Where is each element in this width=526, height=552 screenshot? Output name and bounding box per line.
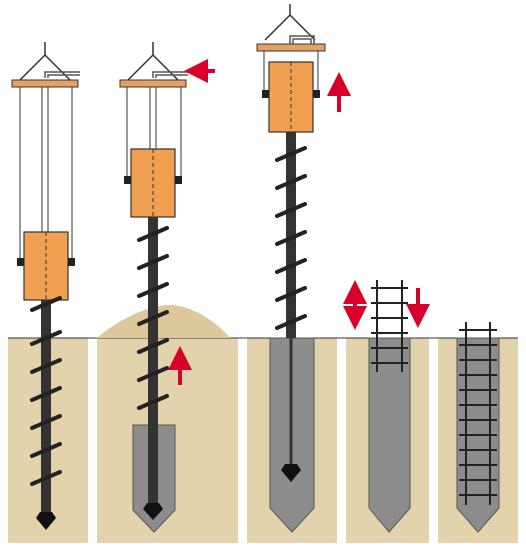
head-clamp xyxy=(262,90,269,98)
stage-2-concrete-pumping xyxy=(119,42,215,533)
top-platform xyxy=(119,79,187,88)
auger-bit-icon xyxy=(143,503,163,520)
top-platform xyxy=(11,79,79,88)
head-clamp xyxy=(68,258,75,266)
concrete-hose xyxy=(152,71,188,78)
stage-3-auger-extraction xyxy=(256,4,351,533)
concrete-hose xyxy=(289,35,315,44)
head-clamp xyxy=(17,258,24,266)
concrete-column xyxy=(368,337,411,533)
stage-1-drilling xyxy=(11,42,80,530)
stage-4-cage-insertion xyxy=(343,280,430,533)
auger-stem xyxy=(286,132,296,338)
auger-flights xyxy=(137,226,169,410)
auger-bit-icon xyxy=(36,512,56,530)
kelly-bar xyxy=(41,86,49,233)
head-clamp xyxy=(313,90,320,98)
auger-stem xyxy=(148,217,158,509)
stage-5-completed-pile xyxy=(456,322,500,533)
kelly-bar xyxy=(149,86,157,150)
reinforcement-cage xyxy=(371,280,408,372)
auger-flights xyxy=(275,146,307,330)
top-platform xyxy=(256,43,326,52)
auger-bit-icon xyxy=(281,464,301,482)
auger-stem xyxy=(41,300,51,518)
concrete-hose xyxy=(44,71,80,78)
rig-crown xyxy=(264,4,316,41)
auger-flights xyxy=(30,296,62,486)
reinforcement-cage xyxy=(459,322,497,505)
head-clamp xyxy=(175,176,182,184)
ground-panels xyxy=(8,337,518,543)
spoil-heap xyxy=(97,305,230,338)
head-clamp xyxy=(124,176,131,184)
